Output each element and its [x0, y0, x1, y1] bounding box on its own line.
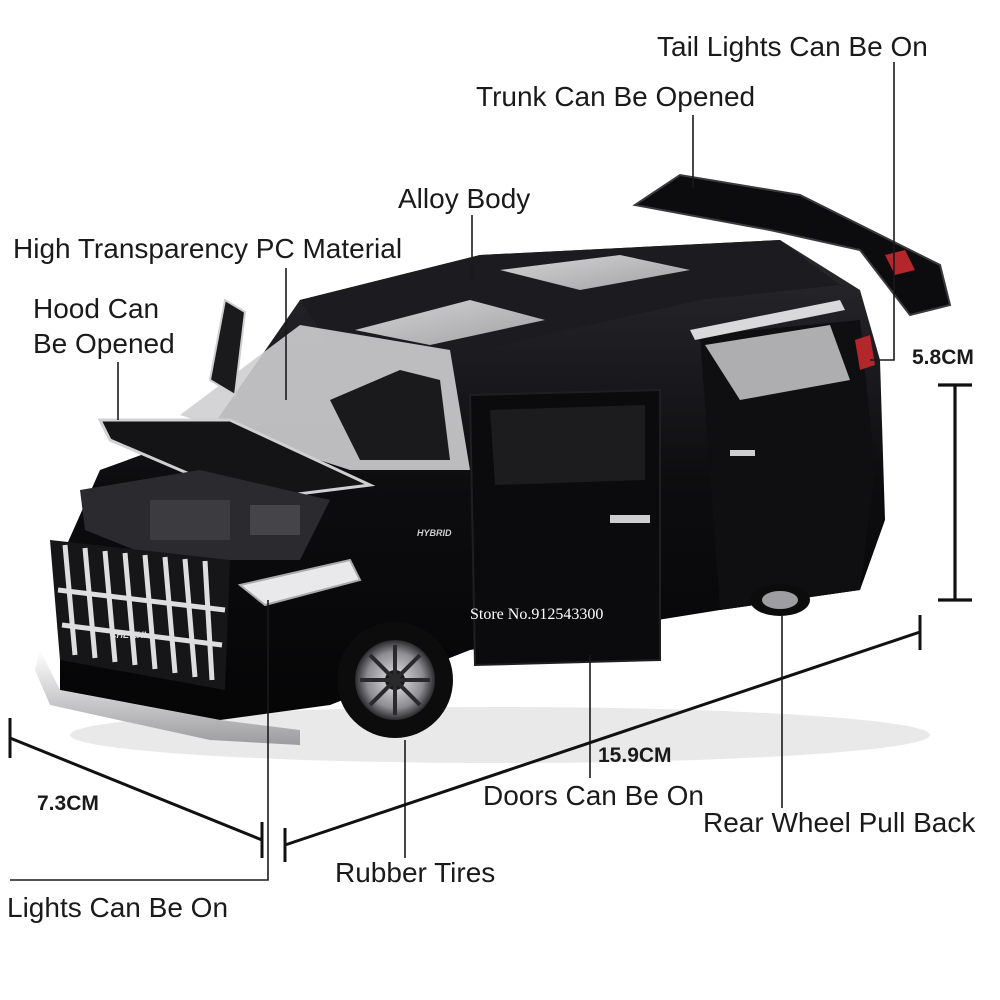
tail-light [885, 250, 915, 275]
plate-badge: CHE ZHI [110, 630, 146, 640]
front-bumper [35, 650, 300, 745]
hood-prop-left [208, 298, 247, 397]
tailgate [632, 173, 952, 317]
label-tail-lights: Tail Lights Can Be On [657, 31, 928, 62]
height-dimension [938, 383, 972, 602]
label-hood-line1: Hood Can [33, 293, 160, 324]
label-pc-material: High Transparency PC Material [13, 233, 403, 264]
hybrid-badge: HYBRID [417, 528, 452, 538]
headlight [237, 558, 362, 607]
label-lights: Lights Can Be On [7, 892, 229, 923]
rear-door-handle [730, 450, 755, 456]
sunroof-front [355, 300, 545, 345]
label-rear-wheel: Rear Wheel Pull Back [703, 807, 976, 838]
length-dimension-label: 15.9CM [598, 744, 672, 767]
engine-block [150, 500, 230, 540]
front-door-window [490, 405, 645, 485]
hood-panel [97, 418, 376, 502]
front-rim-spokes [360, 645, 430, 715]
width-dimension-label: 7.3CM [37, 792, 99, 815]
battery [250, 505, 300, 535]
label-alloy-body: Alloy Body [398, 183, 531, 214]
rear-tail-light [855, 335, 875, 370]
width-dimension [8, 718, 264, 858]
label-doors: Doors Can Be On [483, 780, 704, 811]
ground-shadow [70, 707, 930, 763]
sunroof-rear [500, 255, 690, 290]
label-hood-line2: Be Opened [33, 328, 175, 359]
height-dimension-label: 5.8CM [912, 346, 974, 369]
interior-seats [330, 370, 450, 460]
rear-rim [762, 591, 798, 609]
rear-side-window [705, 325, 850, 400]
label-rubber-tires: Rubber Tires [335, 857, 496, 888]
store-watermark: Store No.912543300 [470, 606, 604, 623]
grille-chrome-bars [57, 544, 226, 681]
callout-lines [10, 62, 895, 881]
length-dimension [283, 615, 922, 862]
door-handle [610, 515, 650, 523]
rear-chrome-trim [690, 300, 845, 340]
label-trunk: Trunk Can Be Opened [476, 81, 756, 112]
